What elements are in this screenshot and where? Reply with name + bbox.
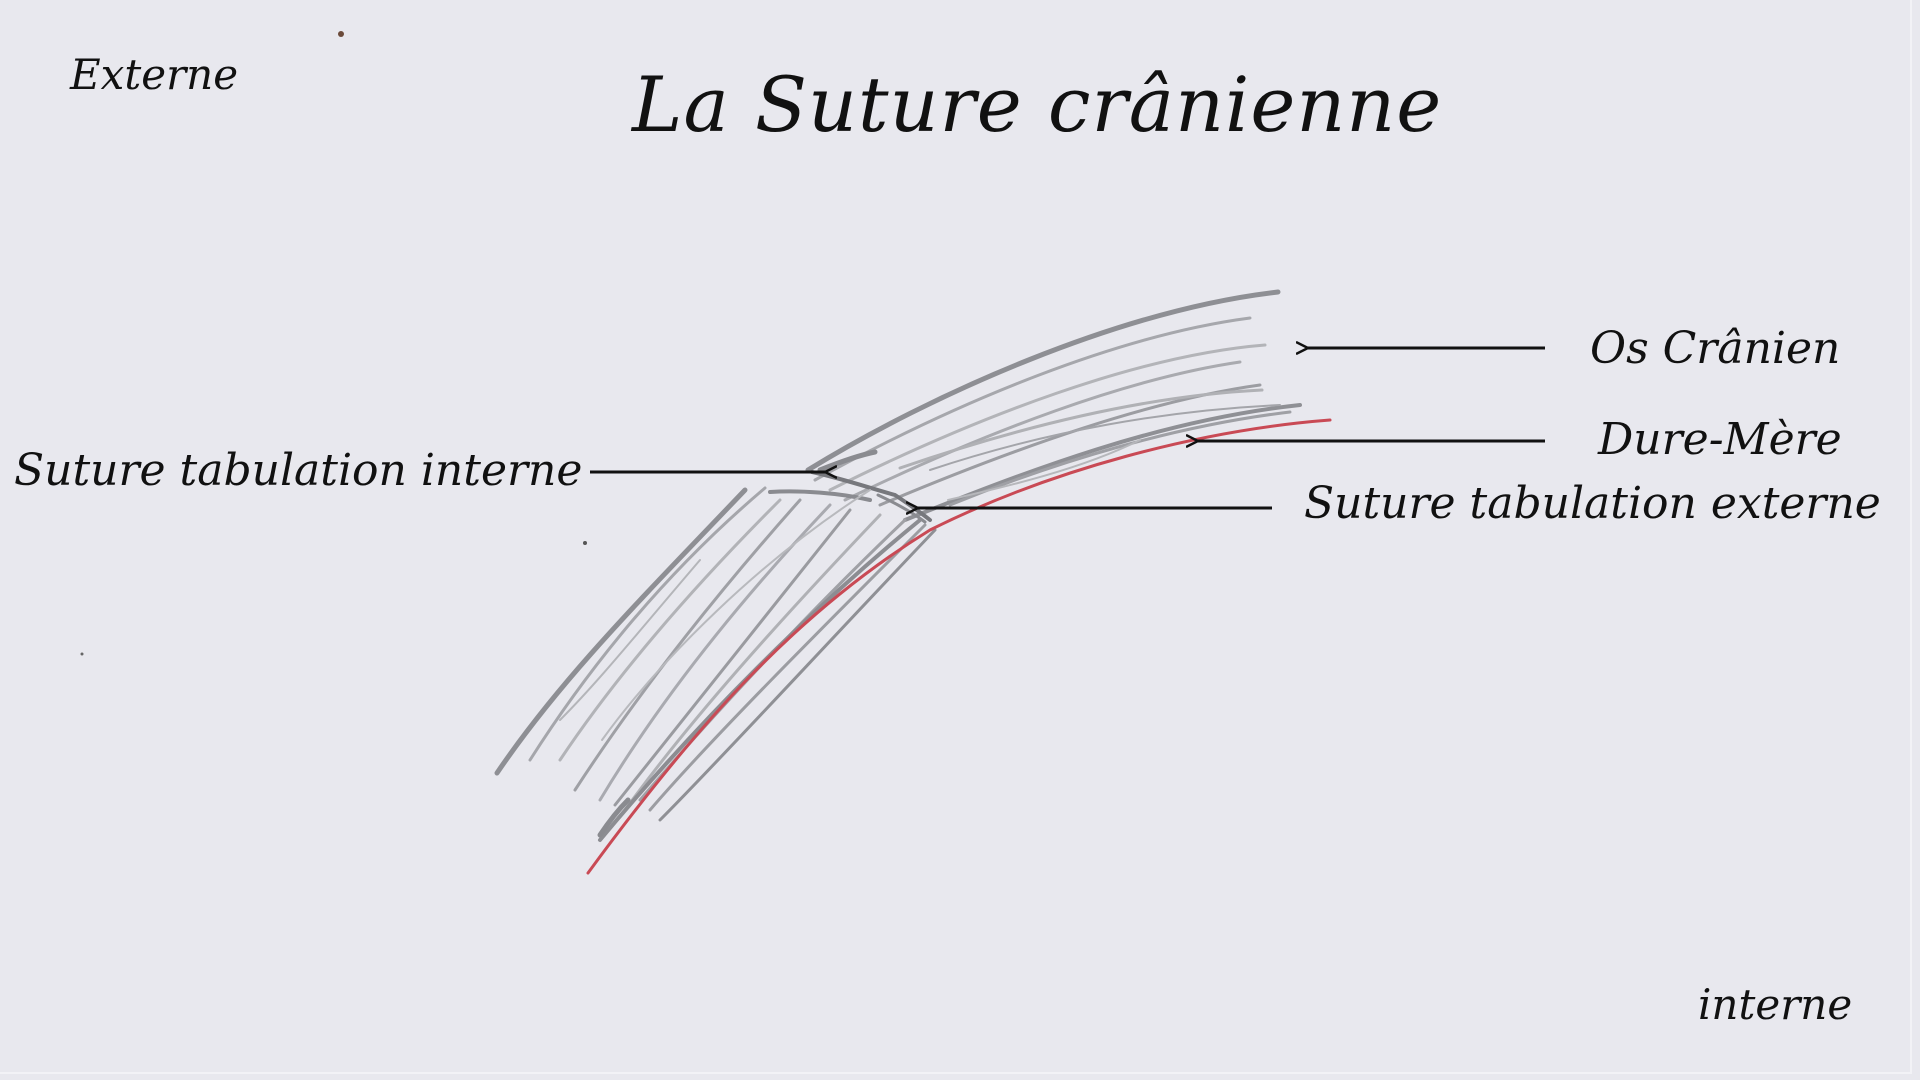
label-suture-tabulation-interne: Suture tabulation interne — [14, 445, 583, 496]
label-externe: Externe — [70, 50, 239, 99]
paper-speck — [80, 652, 84, 656]
bone-segment-left — [494, 486, 937, 842]
label-dure-mere: Dure-Mère — [1598, 414, 1842, 465]
bone-segment-right — [805, 289, 1302, 522]
diagram-title: La Suture crânienne — [632, 60, 1443, 149]
dura-mater-line — [586, 418, 1332, 875]
paper-speck — [583, 541, 587, 545]
paper-speck — [338, 31, 344, 37]
label-os-cranien: Os Crânien — [1590, 323, 1841, 374]
label-suture-tabulation-externe: Suture tabulation externe — [1304, 478, 1881, 529]
label-interne: interne — [1698, 980, 1853, 1029]
